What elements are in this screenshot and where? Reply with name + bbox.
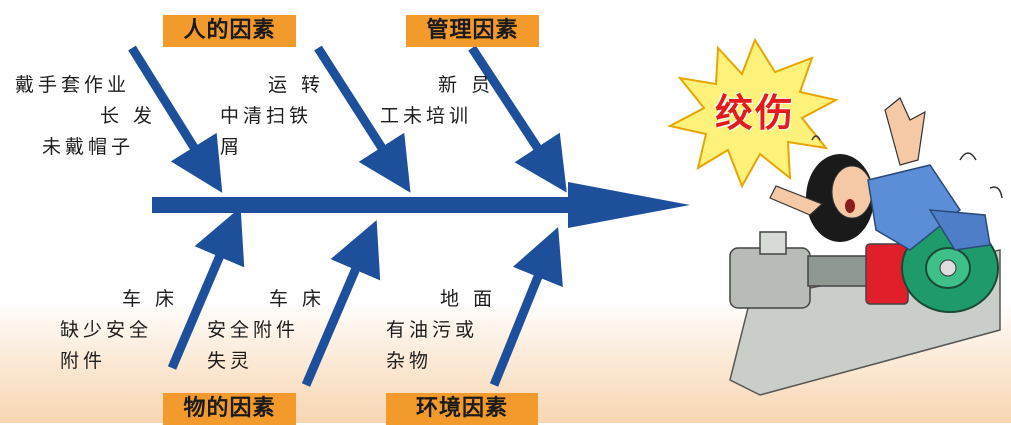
spine bbox=[152, 197, 572, 213]
cause-ground-1: 地 面 bbox=[439, 288, 496, 310]
cause-training-1: 新 员 bbox=[437, 74, 494, 96]
spine-head bbox=[568, 182, 690, 228]
cause-ground-2: 有油污或 bbox=[386, 319, 479, 341]
cause-training-2: 工未培训 bbox=[380, 105, 473, 127]
category-people: 人的因素 bbox=[163, 15, 296, 47]
cause-people-3: 未戴帽子 bbox=[41, 136, 134, 158]
rib-people bbox=[128, 45, 223, 193]
category-environment: 环境因素 bbox=[386, 393, 538, 425]
accident-illustration-icon bbox=[729, 97, 1003, 396]
rib-management bbox=[468, 45, 567, 193]
category-management: 管理因素 bbox=[406, 15, 539, 47]
starburst-icon bbox=[667, 37, 839, 189]
cause-lathe-parts-3: 附件 bbox=[60, 350, 107, 372]
cause-operation-2: 中清扫铁 bbox=[220, 105, 313, 127]
rib-lathe-parts bbox=[167, 207, 245, 370]
category-material: 物的因素 bbox=[163, 393, 296, 425]
rib-lathe-safety bbox=[301, 220, 381, 387]
cause-lathe-safety-3: 失灵 bbox=[207, 350, 254, 372]
cause-operation-1: 运 转 bbox=[267, 74, 324, 96]
rib-operation bbox=[314, 45, 411, 193]
cause-people-2: 长 发 bbox=[99, 105, 156, 127]
cause-lathe-safety-2: 安全附件 bbox=[207, 319, 300, 341]
cause-operation-3: 屑 bbox=[220, 136, 244, 158]
cause-people-1: 戴手套作业 bbox=[14, 74, 130, 96]
cause-lathe-parts-1: 车 床 bbox=[121, 288, 178, 310]
rib-ground bbox=[489, 226, 563, 387]
cause-ground-3: 杂物 bbox=[386, 350, 433, 372]
cause-lathe-safety-1: 车 床 bbox=[268, 288, 325, 310]
cause-lathe-parts-2: 缺少安全 bbox=[60, 319, 153, 341]
result-label: 绞伤 bbox=[714, 91, 795, 135]
